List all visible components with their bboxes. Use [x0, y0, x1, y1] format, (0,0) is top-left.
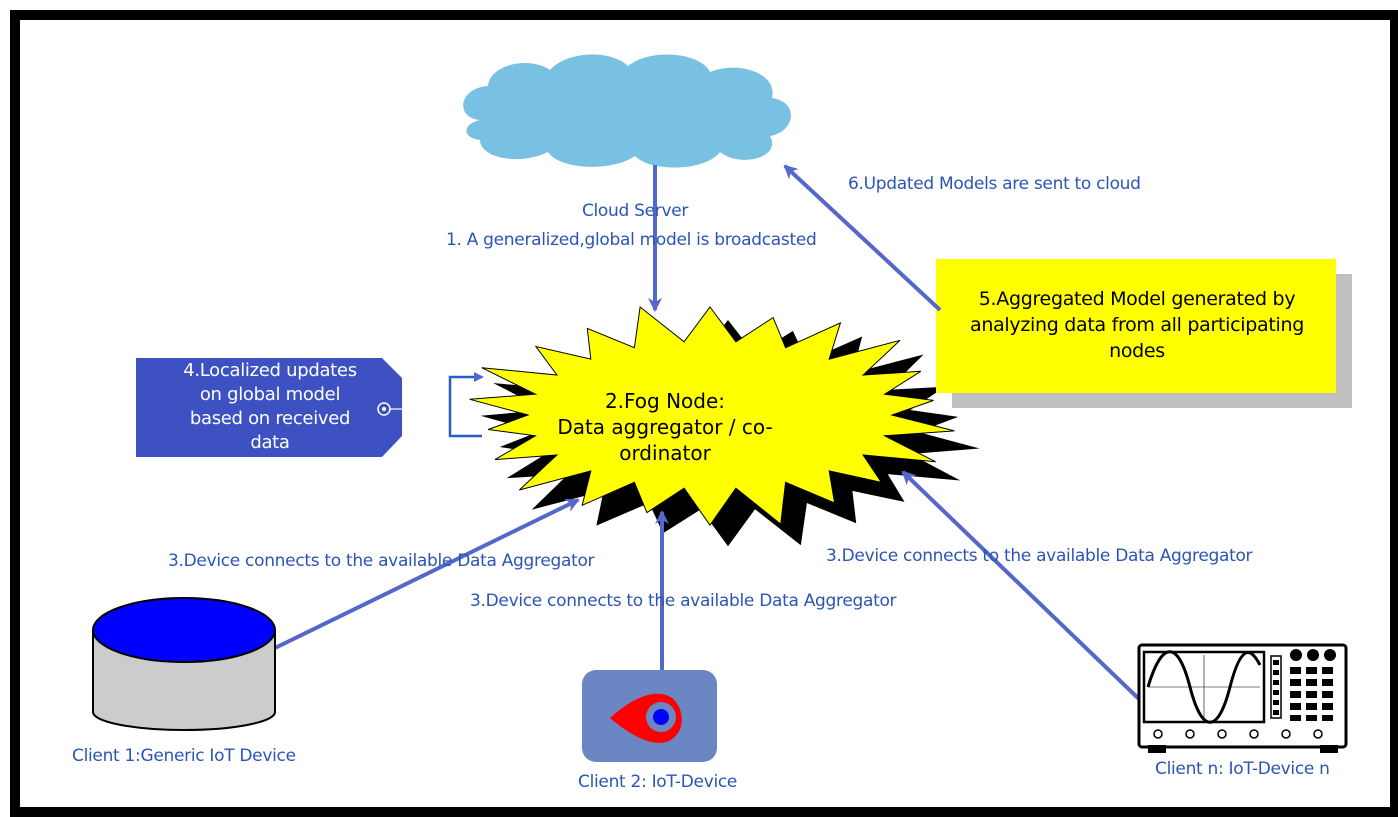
clientn-arrow: [901, 470, 1142, 702]
fog-node-title: 2.Fog Node:: [604, 389, 726, 413]
upload-arrow: [783, 164, 942, 312]
localized-update-tag: [136, 358, 402, 457]
broadcast-step-label: 1. A generalized,global model is broadca…: [446, 230, 817, 250]
aggregated-note-text: 5.Aggregated Model generated by analyzin…: [970, 288, 1304, 362]
oscilloscope-icon: [1137, 643, 1348, 753]
fog-node-subtitle: Data aggregator / co-ordinator: [557, 415, 773, 465]
cylinder-device-icon: [92, 597, 276, 731]
localized-update-text: 4.Localized updates on global model base…: [183, 360, 357, 453]
client1-label: Client 1:Generic IoT Device: [72, 746, 296, 766]
cloud-server-label: Cloud Server: [581, 201, 689, 221]
upload-step-label: 6.Updated Models are sent to cloud: [848, 174, 1141, 194]
cloud-icon: [463, 54, 791, 168]
clientn-label: Client n: IoT-Device n: [1155, 759, 1330, 779]
connect-label-right: 3.Device connects to the available Data …: [826, 546, 1253, 566]
client2-label: Client 2: IoT-Device: [578, 772, 738, 792]
client1-arrow: [274, 498, 580, 650]
location-device-icon: [582, 670, 717, 762]
connect-label-left: 3.Device connects to the available Data …: [168, 551, 595, 571]
connect-label-middle: 3.Device connects to the available Data …: [470, 591, 897, 611]
fog-node-label: 2.Fog Node: Data aggregator / co-ordinat…: [520, 388, 810, 466]
aggregated-note-box: [936, 259, 1336, 393]
self-loop-arrow: [448, 372, 484, 438]
fog-node-starburst: [469, 306, 980, 547]
